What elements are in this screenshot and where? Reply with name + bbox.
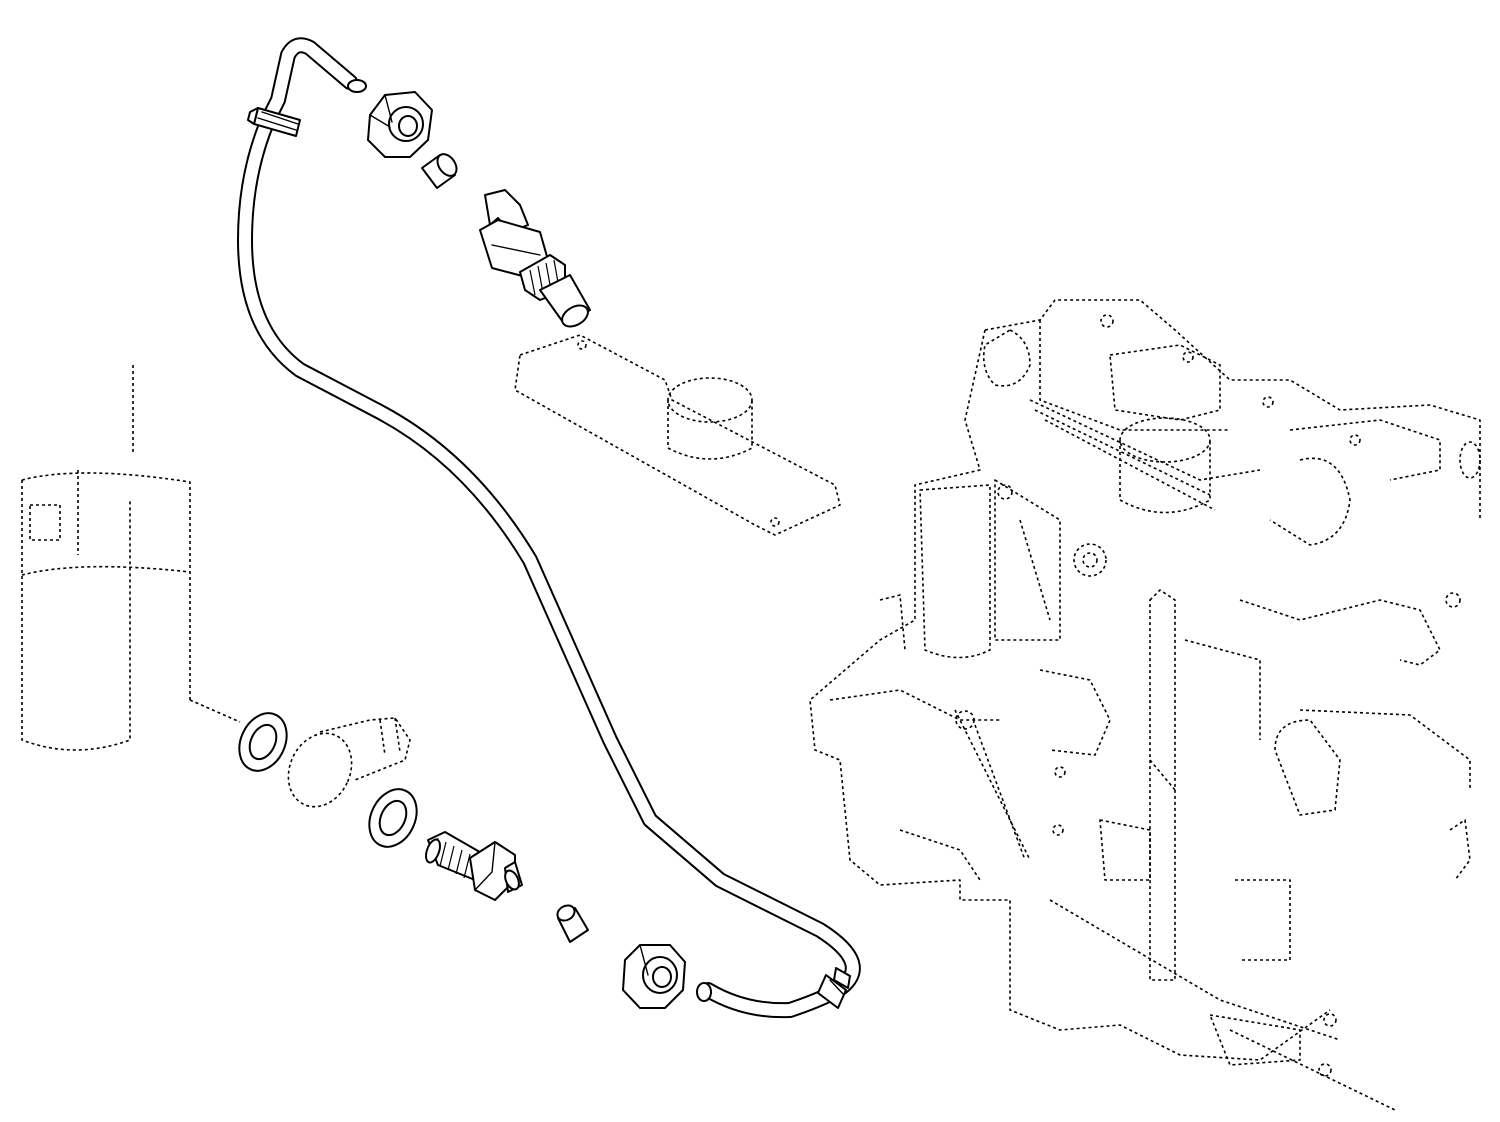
banjo-fitting: [287, 717, 411, 808]
mounting-flange: [514, 334, 841, 536]
upper-hose-clamp: [247, 107, 301, 137]
upper-ferrule: [421, 153, 458, 189]
lower-hose-clamp: [817, 967, 851, 1009]
upper-nut: [367, 91, 433, 158]
sender-switch: [479, 189, 591, 328]
lower-ferrule: [556, 904, 589, 943]
oil-filter: [21, 365, 241, 751]
lower-nut: [622, 944, 686, 1009]
banjo-bolt: [425, 831, 523, 901]
sealing-washer-2: [368, 788, 418, 848]
hose: [237, 37, 861, 1019]
sealing-washer-1: [238, 712, 288, 772]
engine-block: [809, 299, 1481, 1111]
